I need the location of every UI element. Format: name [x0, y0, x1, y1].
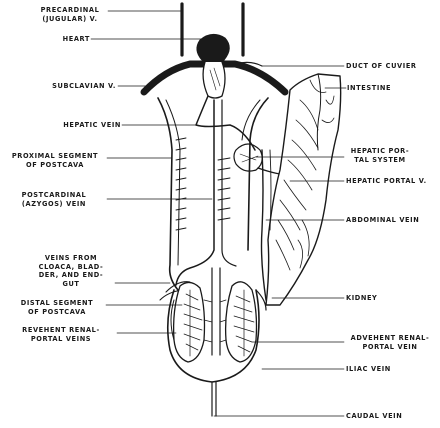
label-revehent: REVEHENT RENAL- PORTAL VEINS: [6, 326, 116, 343]
label-caudal: CAUDAL VEIN: [346, 412, 426, 421]
label-iliac: ILIAC VEIN: [346, 365, 416, 374]
label-distal-postcava: DISTAL SEGMENT OF POSTCAVA: [8, 299, 106, 316]
label-line: PORTAL VEINS: [30, 334, 92, 343]
hepatic-portal-system: [233, 143, 263, 172]
label-duct-of-cuvier: DUCT OF CUVIER: [346, 62, 436, 71]
intestine: [265, 73, 342, 306]
label-line: REVEHENT RENAL-: [22, 326, 100, 334]
label-line: TAL SYSTEM: [354, 155, 406, 164]
sinus-venosus: [202, 61, 226, 99]
label-cloaca-veins: VEINS FROM CLOACA, BLAD- DER, AND END- G…: [32, 254, 110, 288]
label-line: HEPATIC VEIN: [63, 121, 121, 129]
heart: [196, 34, 230, 64]
label-hepatic-portal-v: HEPATIC PORTAL V.: [346, 177, 438, 186]
label-line: (AZYGOS) VEIN: [21, 199, 87, 208]
label-hepatic-vein: HEPATIC VEIN: [40, 121, 121, 130]
left-postcardinal-inner: [165, 99, 181, 266]
label-line: ILIAC VEIN: [346, 365, 391, 373]
label-line: SUBCLAVIAN V.: [52, 82, 116, 90]
label-line: OF POSTCAVA: [26, 160, 84, 169]
label-line: DER, AND END-: [38, 271, 104, 279]
label-line: HEPATIC POR-: [350, 147, 410, 155]
duct-of-cuvier: [235, 61, 263, 67]
precardinal-veins: [180, 2, 245, 57]
right-kidney: [224, 281, 258, 363]
revehent-renal-portal-veins: [170, 299, 175, 341]
label-line: HEART: [62, 35, 90, 43]
label-advehent: ADVEHENT RENAL- PORTAL VEIN: [343, 334, 437, 351]
label-line: PRECARDINAL: [40, 6, 100, 14]
left-postcardinal: [157, 97, 179, 291]
label-postcardinal: POSTCARDINAL (AZYGOS) VEIN: [2, 191, 106, 208]
label-subclavian: SUBCLAVIAN V.: [30, 82, 116, 91]
right-postcardinal: [247, 97, 269, 251]
label-heart: HEART: [40, 35, 90, 44]
label-line: ADVEHENT RENAL-: [350, 334, 430, 342]
abdominal-vein: [260, 149, 267, 301]
label-kidney: KIDNEY: [346, 294, 406, 303]
label-line: INTESTINE: [347, 84, 392, 92]
label-line: VEINS FROM: [44, 254, 98, 262]
label-proximal-postcava: PROXIMAL SEGMENT OF POSTCAVA: [3, 152, 107, 169]
label-line: OF POSTCAVA: [28, 307, 86, 316]
label-line: GUT: [62, 279, 80, 288]
label-line: POSTCARDINAL: [21, 191, 87, 199]
caudal-vein: [211, 381, 217, 417]
label-abdominal-vein: ABDOMINAL VEIN: [346, 216, 436, 225]
label-line: PORTAL VEIN: [362, 342, 418, 351]
label-line: (JUGULAR) V.: [42, 14, 98, 23]
right-postcardinal-inner: [241, 99, 261, 141]
label-intestine: INTESTINE: [347, 84, 417, 93]
left-kidney: [172, 281, 206, 363]
label-line: CLOACA, BLAD-: [38, 262, 104, 271]
distal-postcava: [211, 267, 221, 356]
label-precardinal: PRECARDINAL (JUGULAR) V.: [34, 6, 106, 23]
leader-lines: [90, 10, 347, 417]
label-line: DUCT OF CUVIER: [346, 62, 417, 70]
label-line: ABDOMINAL VEIN: [346, 216, 420, 224]
label-line: DISTAL SEGMENT: [20, 299, 94, 307]
proximal-postcava: [175, 99, 215, 286]
label-line: PROXIMAL SEGMENT: [11, 152, 99, 160]
label-hepatic-portal-system: HEPATIC POR- TAL SYSTEM: [344, 147, 416, 164]
label-line: CAUDAL VEIN: [346, 412, 403, 420]
label-line: KIDNEY: [346, 294, 378, 302]
label-line: HEPATIC PORTAL V.: [346, 177, 427, 185]
